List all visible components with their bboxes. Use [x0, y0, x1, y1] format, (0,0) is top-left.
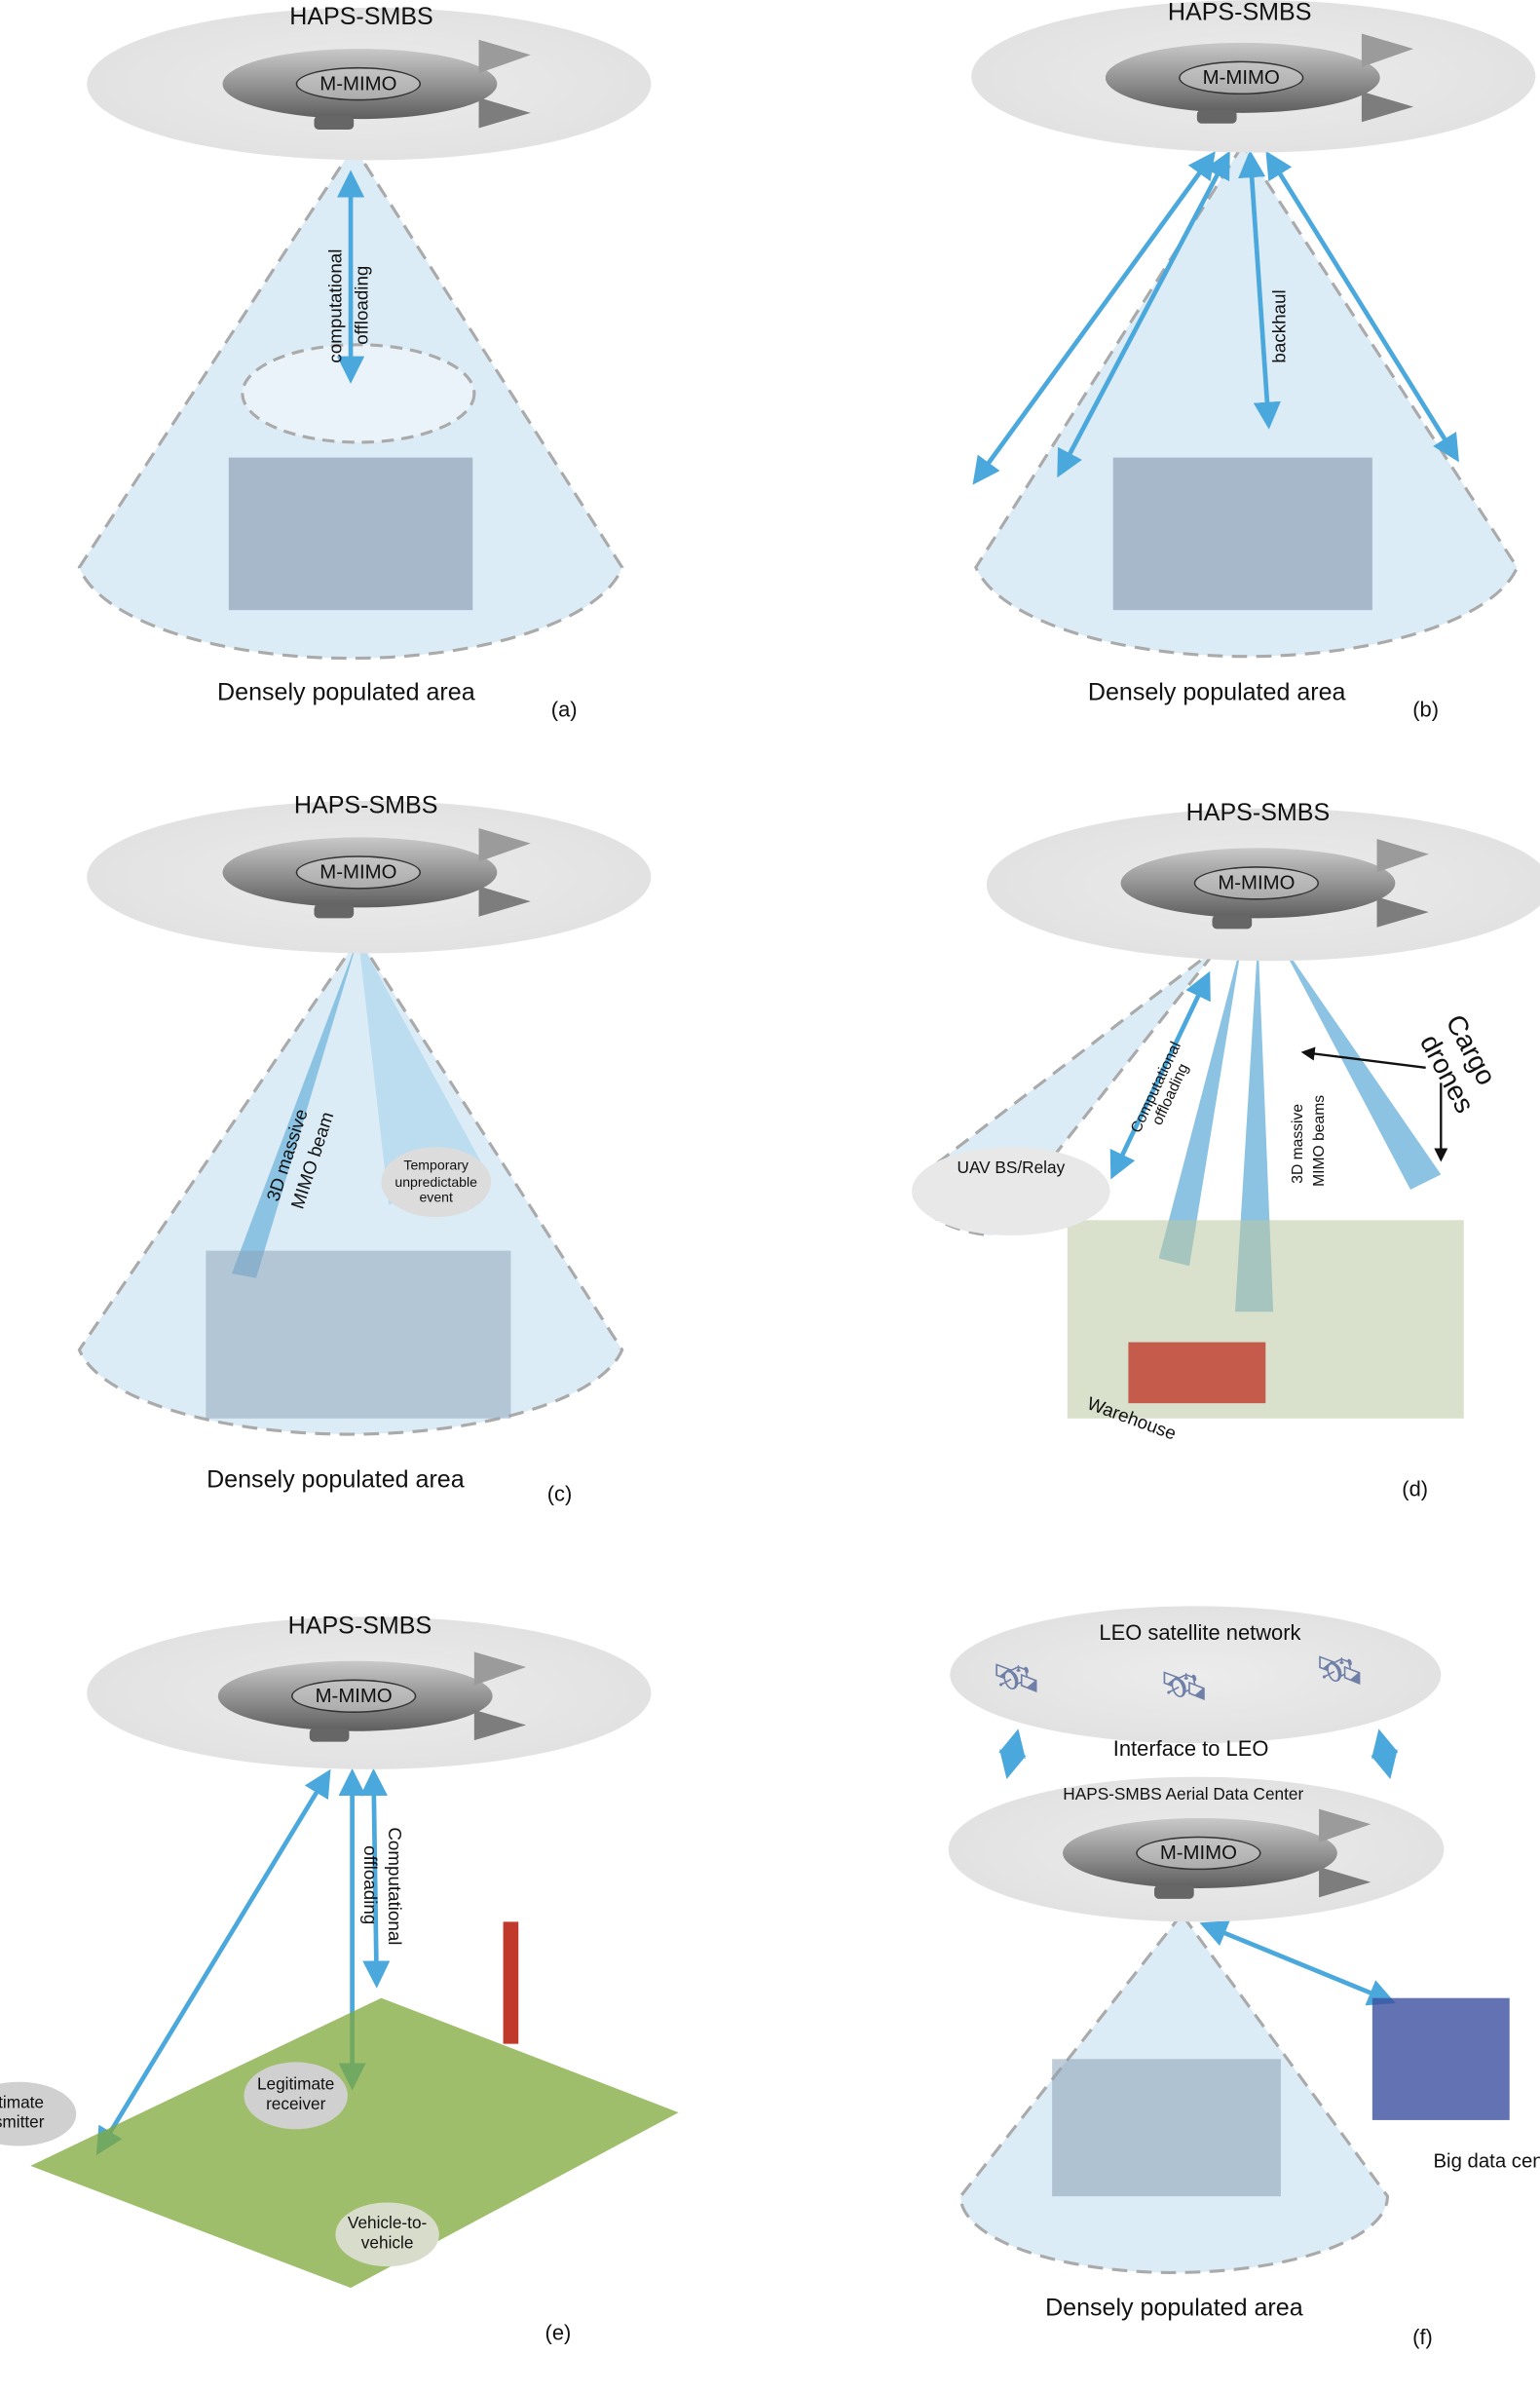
satellite-icon: 🛰 — [991, 1654, 1042, 1701]
link-arrow — [95, 1768, 331, 2156]
uav-zone: UAV BS/Relay — [912, 1147, 1110, 1235]
mimo-label: M-MIMO — [1193, 866, 1320, 900]
leo-title: LEO satellite network — [1099, 1619, 1301, 1645]
mimo-label: M-MIMO — [295, 66, 422, 101]
haps-title: HAPS-SMBS — [289, 4, 433, 31]
mimo-label: M-MIMO — [290, 1679, 417, 1713]
device-zone — [241, 343, 476, 444]
big-data-label: Big data center — [1433, 2148, 1540, 2173]
cargo-pointer — [1300, 1046, 1426, 1069]
beams-label-line2: MIMO beams — [1311, 1094, 1329, 1187]
panel-e-shapes — [30, 1767, 679, 2289]
offload-arrow — [1109, 970, 1211, 1180]
haps-airship: M-MIMO — [1120, 838, 1442, 933]
city-grid — [30, 1997, 679, 2289]
city-block — [1052, 2059, 1281, 2197]
haps-airship: M-MIMO — [222, 39, 544, 134]
haps-title: HAPS-SMBS — [1185, 800, 1331, 827]
uav-label: UAV BS/Relay — [957, 1158, 1066, 1178]
haps-airship: M-MIMO — [222, 828, 544, 923]
haps-title: HAPS-SMBS — [293, 793, 438, 819]
area-caption: Densely populated area — [217, 680, 475, 706]
panel-b-shapes — [972, 141, 1520, 659]
haps-airship: M-MIMO — [1063, 1808, 1383, 1904]
mimo-beam — [1158, 937, 1243, 1267]
mimo-label: M-MIMO — [295, 855, 422, 890]
panel-f-shapes — [958, 1728, 1510, 2275]
offload-label-line2: offloading — [359, 1845, 382, 1925]
link-arrow — [1265, 150, 1459, 463]
backhaul-label: backhaul — [1268, 289, 1291, 363]
haps-airship: M-MIMO — [217, 1652, 539, 1746]
city-block — [206, 1250, 511, 1419]
panel-a-shapes — [77, 143, 624, 661]
mimo-beam — [231, 937, 358, 1278]
leo-interface-arrow — [998, 1728, 1027, 1780]
offload-label-line1: Computational — [384, 1827, 406, 1946]
offload-arrow — [359, 1767, 391, 1989]
mimo-beam — [1277, 937, 1442, 1191]
leo-cloud — [950, 1606, 1442, 1744]
panel-id: (c) — [546, 1481, 573, 1506]
cell-tower — [503, 1921, 519, 2044]
interface-label: Interface to LEO — [1112, 1735, 1269, 1761]
mimo-beam — [1234, 937, 1274, 1312]
beams-label-line1: 3D massive — [1290, 1103, 1307, 1184]
haps-title: HAPS-SMBS — [287, 1614, 432, 1640]
satellite-icon: 🛰 — [1314, 1647, 1366, 1693]
area-caption: Densely populated area — [1045, 2295, 1303, 2322]
panel-id: (e) — [545, 2319, 572, 2345]
panel-id: (a) — [550, 697, 578, 722]
big-data-center — [1371, 1997, 1510, 2120]
city-block — [1112, 457, 1372, 611]
panel-id: (d) — [1402, 1476, 1429, 1501]
receiver-bubble: Legitimate receiver — [244, 2062, 348, 2130]
area-caption: Densely populated area — [207, 1466, 465, 1494]
area-caption: Densely populated area — [1087, 680, 1346, 706]
link-arrow — [1057, 150, 1230, 478]
satellite-icon: 🛰 — [1158, 1662, 1210, 1709]
v2v-bubble: Vehicle-to-vehicle — [335, 2202, 439, 2267]
mimo-label: M-MIMO — [1179, 60, 1304, 95]
panel-id: (b) — [1412, 697, 1440, 722]
leo-interface-arrow — [1371, 1728, 1399, 1780]
mimo-label: M-MIMO — [1136, 1836, 1261, 1871]
event-bubble: Temporary unpredictable event — [381, 1147, 492, 1218]
city-block — [228, 457, 473, 611]
haps-airship: M-MIMO — [1105, 33, 1426, 128]
panel-id: (f) — [1412, 2324, 1433, 2349]
datacenter-link — [1199, 1920, 1396, 2006]
haps-dc-title: HAPS-SMBS Aerial Data Center — [1063, 1786, 1304, 1804]
haps-title: HAPS-SMBS — [1167, 0, 1312, 26]
offload-label-line2: offloading — [351, 265, 372, 345]
event-beam — [357, 937, 488, 1205]
backhaul-arrow — [1238, 150, 1281, 430]
warehouse — [1128, 1342, 1266, 1404]
offload-label-line1: computational — [324, 248, 347, 363]
panel-c-shapes — [77, 934, 624, 1436]
